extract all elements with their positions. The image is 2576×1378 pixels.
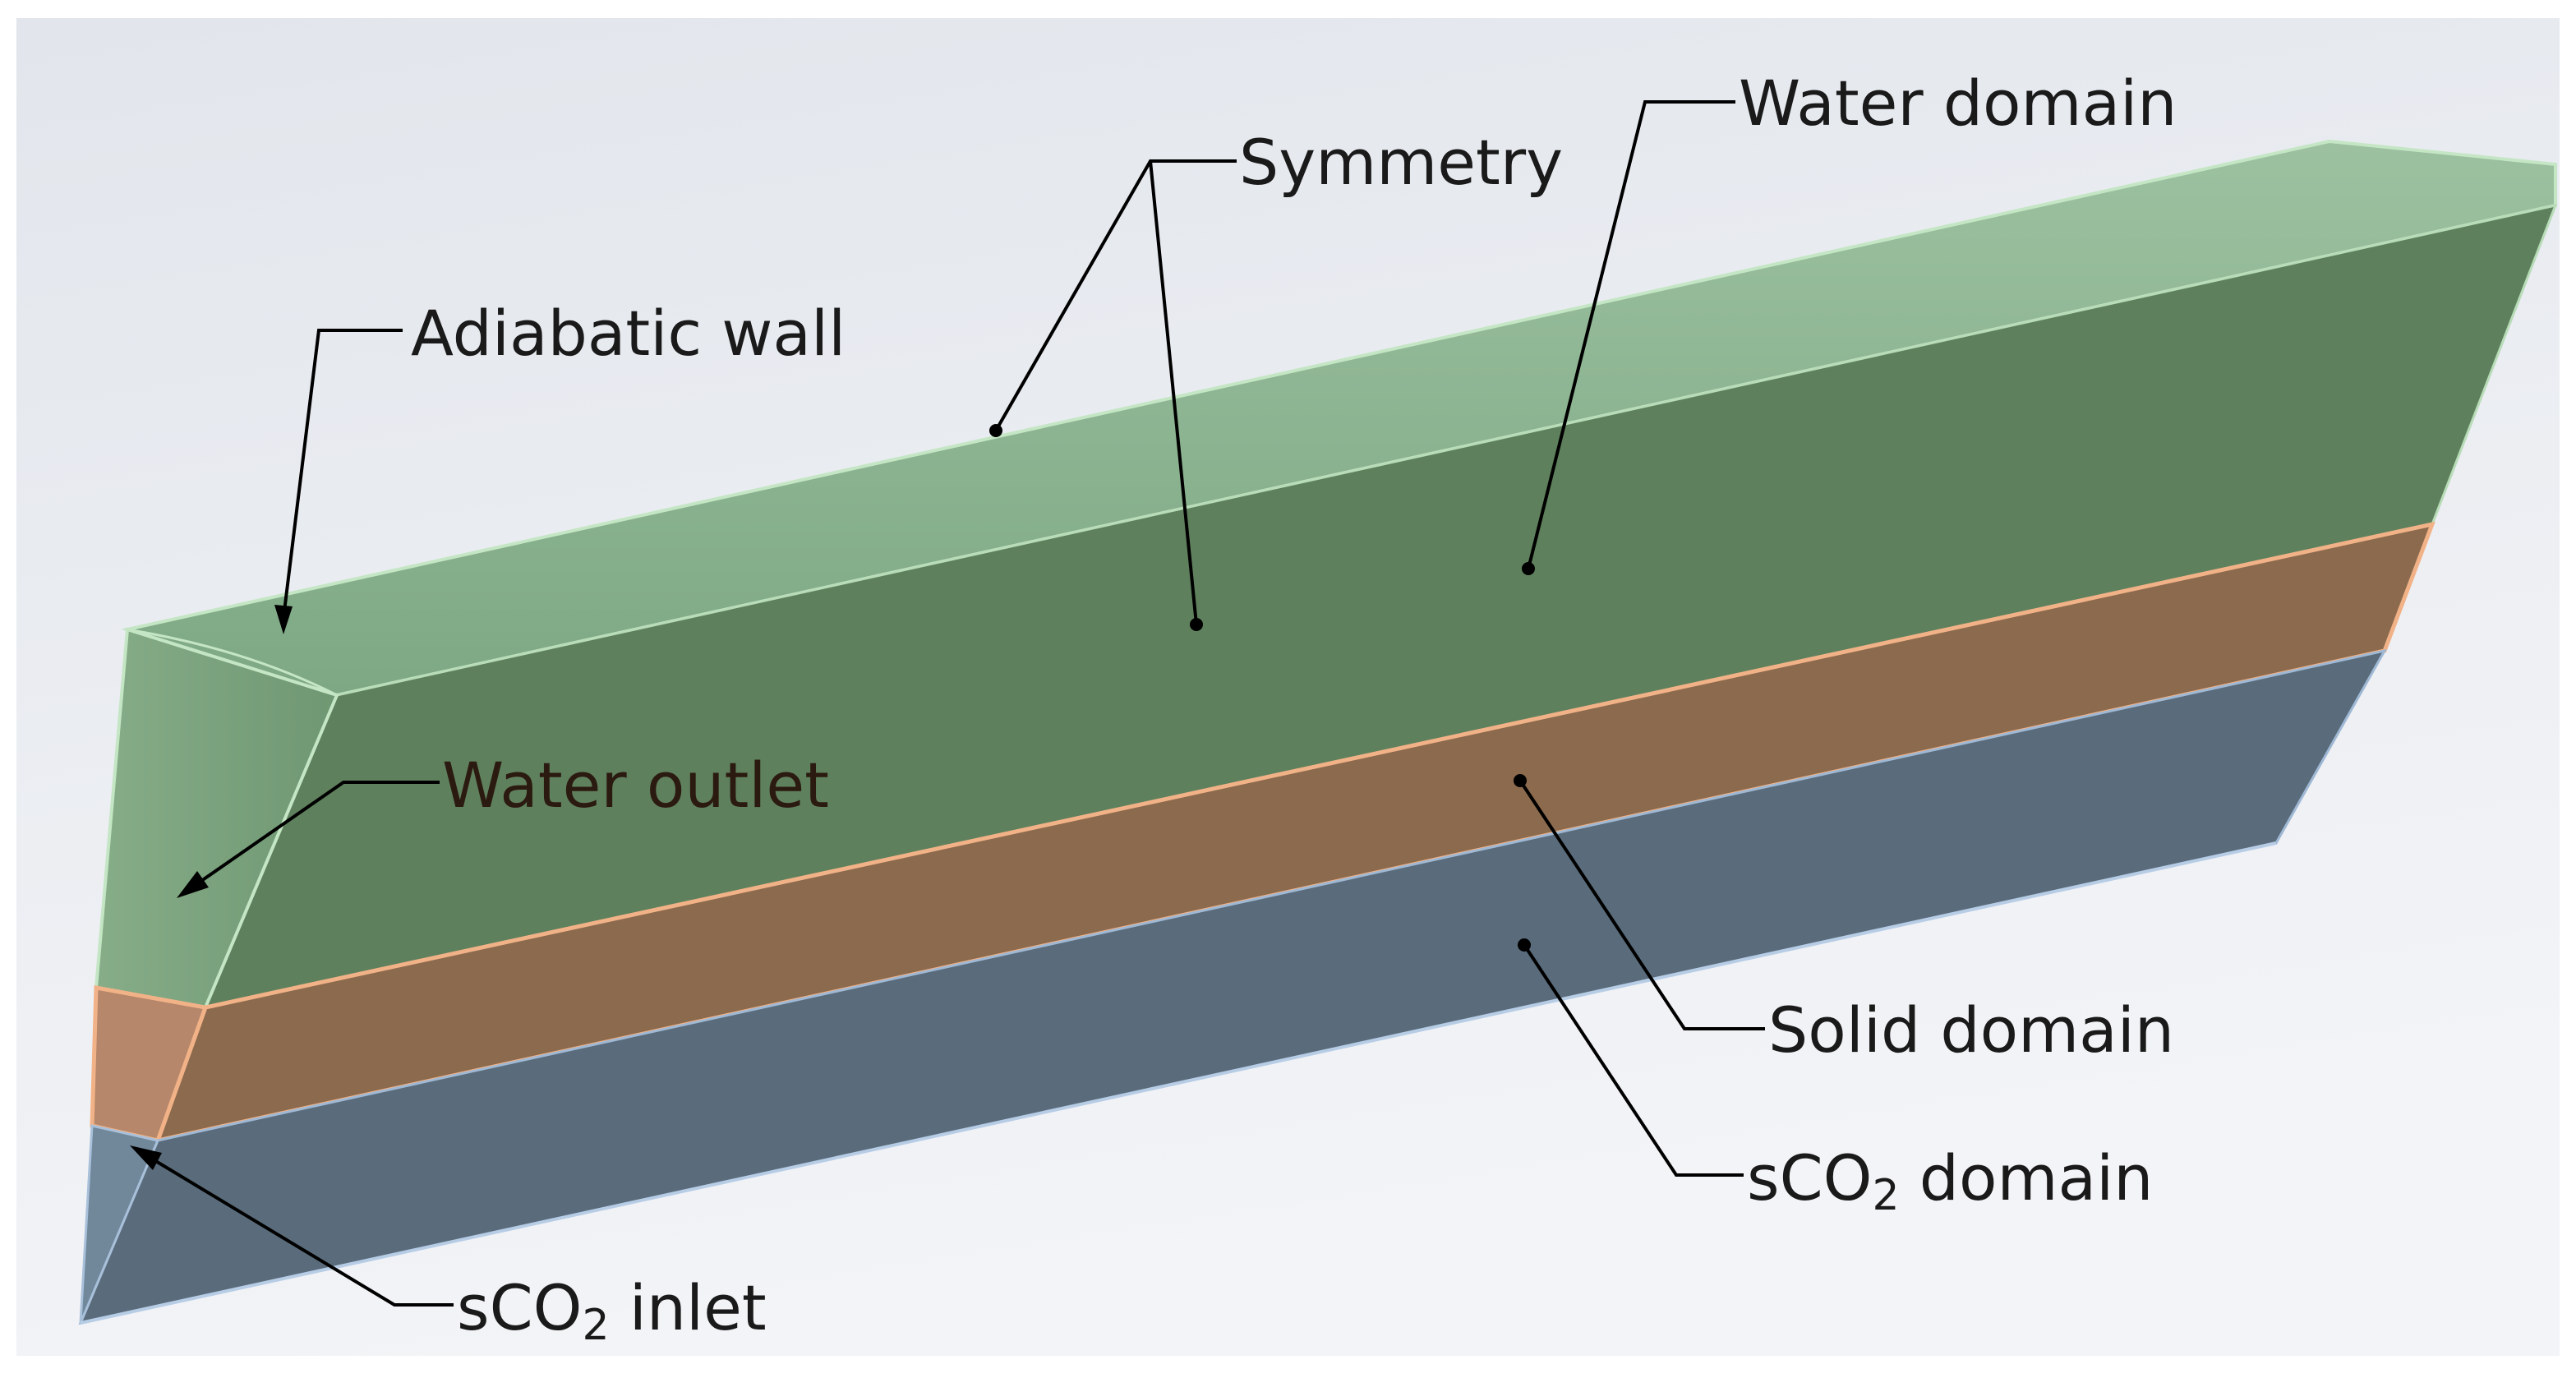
sco2-inlet-label: sCO2 inlet: [457, 1271, 767, 1350]
symmetry-leader-2: [1149, 160, 1198, 625]
water-domain-dot: [1522, 562, 1535, 575]
water-domain-label: Water domain: [1739, 67, 2177, 140]
sco2-domain-dot: [1518, 938, 1531, 952]
symmetry-dot-2: [1190, 618, 1203, 631]
solid-domain-leader: [1518, 779, 1765, 1030]
top-face-seam: [127, 628, 338, 697]
sco2-inlet-arrow: [130, 1145, 162, 1170]
sco2-bottom-edge: [80, 841, 2277, 1325]
sco2-end-face: [79, 1124, 160, 1324]
sco2-inlet-leader: [136, 1149, 454, 1307]
water-outlet-arrow: [177, 871, 209, 898]
solid-domain-dot: [1514, 774, 1527, 787]
symmetry-dot-1: [989, 424, 1002, 437]
solid-domain-label: Solid domain: [1768, 993, 2174, 1067]
water-outlet-leader: [181, 781, 440, 896]
adiabatic-wall-arrow: [274, 605, 293, 634]
adiabatic-wall-leader: [282, 329, 403, 619]
water-domain-leader: [1527, 100, 1735, 569]
symmetry-label: Symmetry: [1239, 126, 1563, 199]
sco2-domain-label: sCO2 domain: [1747, 1141, 2153, 1220]
water-outlet-label: Water outlet: [442, 749, 829, 822]
adiabatic-wall-label: Adiabatic wall: [411, 297, 846, 370]
sco2-domain-leader: [1523, 943, 1744, 1177]
